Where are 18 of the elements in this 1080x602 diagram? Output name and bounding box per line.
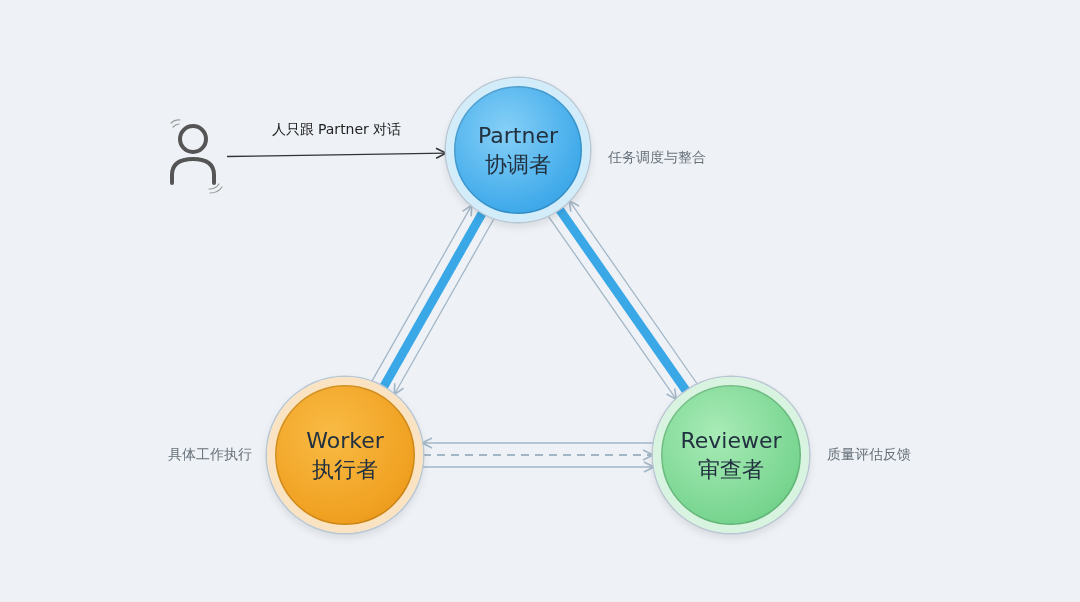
arrow <box>371 204 473 383</box>
role-name: 审查者 <box>698 456 764 484</box>
connector-band <box>555 206 691 394</box>
role-name: Reviewer <box>680 427 782 455</box>
role-name: Worker <box>306 427 384 455</box>
arrow <box>421 437 655 449</box>
connector-band <box>379 210 487 390</box>
arrow <box>547 214 678 401</box>
role-note: 质量评估反馈 <box>827 446 911 464</box>
role-name: 协调者 <box>485 151 551 179</box>
role-note: 具体工作执行 <box>168 446 252 464</box>
role-name: 执行者 <box>312 456 378 484</box>
role-note: 任务调度与整合 <box>608 149 706 167</box>
arrow <box>393 217 495 396</box>
arrow <box>226 147 447 160</box>
arrow <box>568 199 699 386</box>
role-name: Partner <box>478 122 558 150</box>
arrow <box>422 449 654 461</box>
